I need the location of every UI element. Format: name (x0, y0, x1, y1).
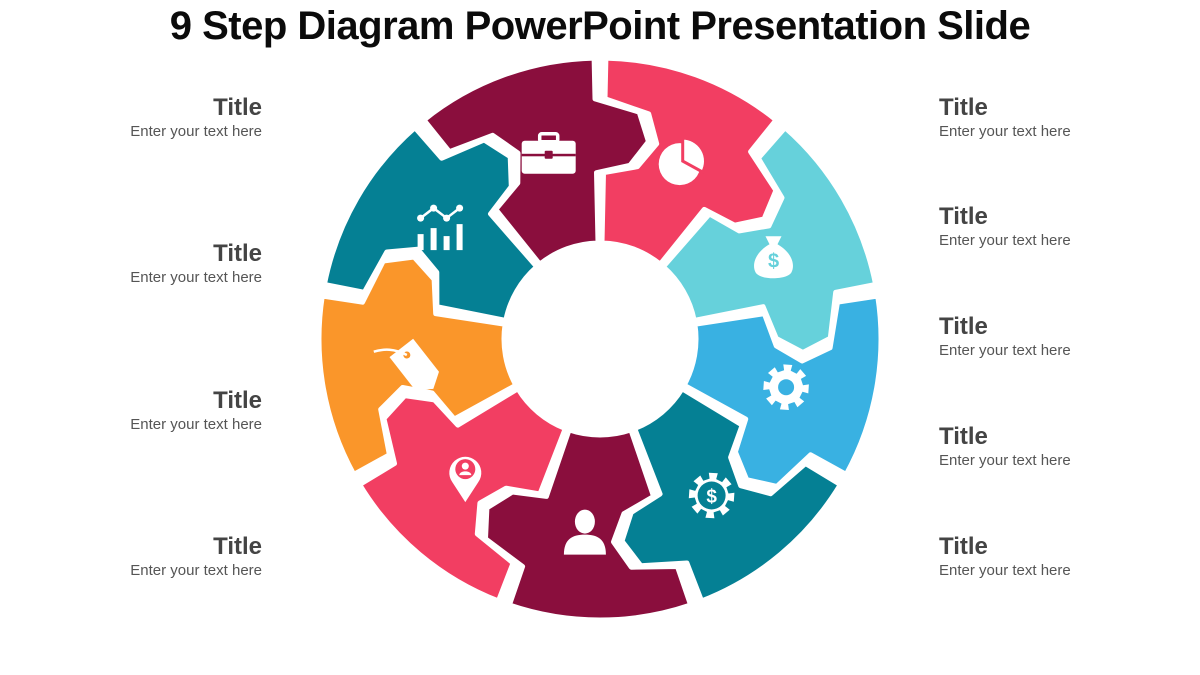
label-title: Title (213, 94, 262, 121)
price-tag-icon (373, 338, 439, 391)
svg-text:$: $ (768, 250, 779, 272)
label-text: Enter your text here (939, 342, 1071, 359)
label-left-1: Title Enter your text here (2, 94, 262, 142)
label-title: Title (213, 240, 262, 267)
svg-text:$: $ (706, 487, 717, 508)
briefcase-icon (521, 132, 576, 174)
label-text: Enter your text here (130, 123, 262, 140)
label-right-3: Title Enter your text here (939, 313, 1199, 361)
label-text: Enter your text here (939, 452, 1071, 469)
money-bag-icon: $ (754, 236, 793, 279)
label-text: Enter your text here (939, 232, 1071, 249)
gear-icon (763, 364, 809, 410)
label-title: Title (939, 203, 988, 230)
analytics-icon (417, 204, 464, 251)
label-title: Title (213, 533, 262, 560)
user-icon (563, 509, 606, 555)
label-text: Enter your text here (130, 269, 262, 286)
wheel-segment-8 (321, 125, 540, 323)
label-title: Title (939, 94, 988, 121)
label-left-2: Title Enter your text here (2, 240, 262, 288)
slide-title: 9 Step Diagram PowerPoint Presentation S… (169, 4, 1031, 48)
label-title: Title (939, 313, 988, 340)
label-text: Enter your text here (130, 416, 262, 433)
label-right-5: Title Enter your text here (939, 533, 1199, 581)
wheel-center-hole (504, 243, 696, 435)
label-text: Enter your text here (939, 562, 1071, 579)
label-right-2: Title Enter your text here (939, 203, 1199, 251)
label-title: Title (939, 423, 988, 450)
label-right-4: Title Enter your text here (939, 423, 1199, 471)
dollar-gear-icon: $ (688, 472, 735, 519)
pie-chart-icon (658, 136, 707, 186)
label-title: Title (213, 387, 262, 414)
label-title: Title (939, 533, 988, 560)
label-text: Enter your text here (130, 562, 262, 579)
label-left-3: Title Enter your text here (2, 387, 262, 435)
label-right-1: Title Enter your text here (939, 94, 1199, 142)
location-pin-icon (449, 456, 482, 503)
label-text: Enter your text here (939, 123, 1071, 140)
label-left-4: Title Enter your text here (2, 533, 262, 581)
